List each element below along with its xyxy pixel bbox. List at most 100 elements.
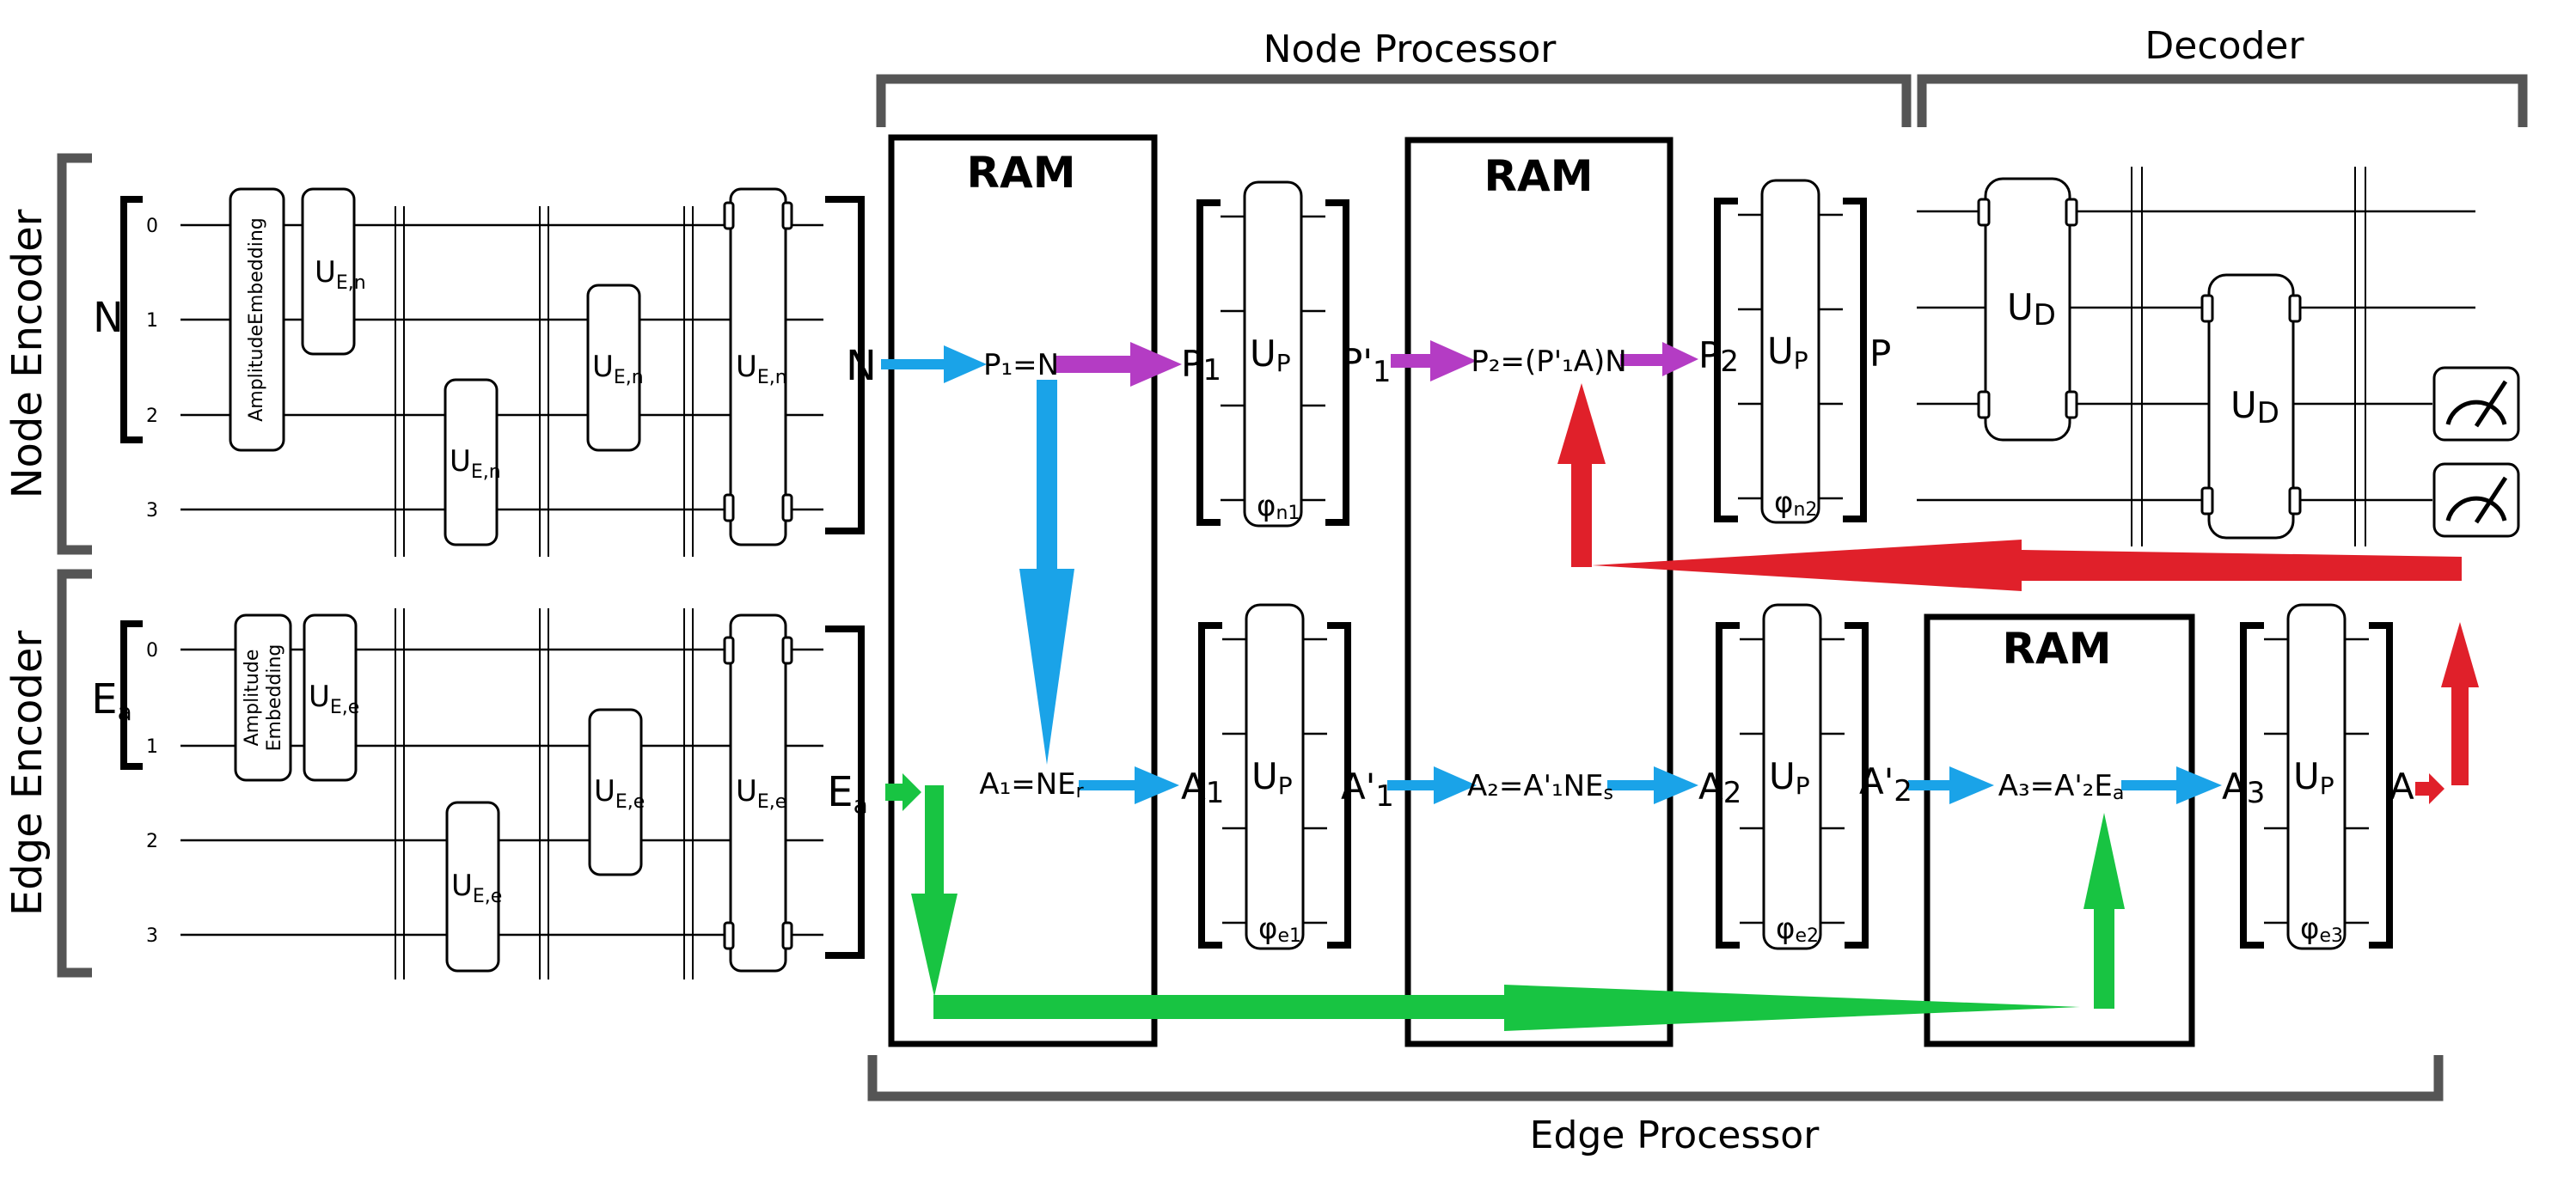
edge-amplitude-embedding-label-2: Embedding (264, 644, 285, 752)
label-p1prime: P'1 (1341, 341, 1392, 389)
node-up-block-2-phi-label: φn2 (1774, 485, 1817, 521)
edge-gate-4-port-bot-r (781, 921, 793, 950)
decoder-gate-ud-1 (1984, 177, 2071, 442)
edge-up-block-1-up-gate (1245, 603, 1305, 950)
edge-encoder-barriers (395, 608, 694, 979)
edge-qubit-index: 3 (146, 925, 158, 947)
edge-input-bracket (120, 620, 143, 770)
node-qubit-index: 1 (146, 310, 158, 332)
ud2-port-tr (2288, 294, 2302, 323)
ud1-port-tl (1977, 198, 1991, 227)
decoder-bracket (1917, 74, 2528, 127)
edge-output-label: Ea (827, 768, 868, 819)
edge-qubit-index: 0 (146, 640, 158, 662)
edge-gate-ue-e-2 (445, 801, 500, 973)
node-up-block-2-left-bracket (1714, 198, 1738, 522)
edge-up-block-2-up-label: UP (1769, 755, 1810, 800)
arrow-up-to-a3eq (2083, 813, 2125, 1009)
measurement-meter-icon (2432, 462, 2520, 538)
arrow-a3eq-to-a3 (2121, 766, 2222, 804)
edge-up-block-1-phi-label: φe1 (1258, 912, 1301, 947)
arrow-a2prime-to-a3eq (1908, 766, 1994, 804)
label-p2: P2 (1698, 334, 1739, 379)
edge-gate-ue-e-3 (588, 708, 643, 876)
ud2-port-br (2288, 486, 2302, 516)
node-gate-ue-n-3-label: UE,n (592, 350, 644, 388)
node-qubit-index: 3 (146, 500, 158, 522)
arrow-n-to-p1 (881, 345, 987, 383)
amplitude-embedding-label: AmplitudeEmbedding (246, 217, 267, 422)
arrow-a1prime-to-a2eq (1387, 766, 1477, 804)
label-p-out: P (1869, 333, 1891, 375)
node-up-block-2-right-bracket (1843, 198, 1867, 522)
edge-up-block-2-left-bracket (1716, 622, 1740, 949)
arrow-a-to-p2 (1592, 540, 2462, 591)
arrow-p2eq-to-p2 (1620, 342, 1698, 376)
ud2-port-bl (2200, 486, 2214, 516)
node-up-block-2-up-gate (1760, 179, 1820, 524)
arrow-ea-out (885, 773, 921, 811)
node-gate-ue-n-2-label: UE,n (450, 444, 501, 483)
node-up-block-1: UP φn1 (1196, 180, 1349, 528)
edge-processor-label: Edge Processor (1530, 1114, 1820, 1157)
decoder-gate-ud-1-label: UD (2007, 286, 2056, 333)
decoder-gate-ud-2-label: UD (2230, 384, 2279, 430)
node-input-label: N (93, 294, 124, 342)
eq-a3: A₃=A'₂Ea (1998, 769, 2125, 804)
ud1-port-br (2065, 390, 2078, 419)
edge-up-block-3-right-bracket (2369, 622, 2393, 949)
label-a1: A1 (1181, 766, 1224, 810)
node-gate-4-port-top (723, 201, 735, 230)
arrow-p1prime-to-p2eq (1391, 340, 1477, 381)
label-a-out: A (2389, 766, 2414, 808)
node-gate-ue-n-4 (729, 187, 787, 546)
amplitude-embedding-gate (229, 187, 285, 452)
edge-encoder-bracket (57, 569, 92, 978)
node-gate-4-port-bot-r (781, 493, 793, 522)
node-output-bracket (825, 196, 865, 534)
edge-gate-4-port-top (723, 636, 735, 665)
decoder-gate-ud-2 (2207, 273, 2295, 540)
ram-box-2 (1404, 137, 1673, 1047)
arrow-a-up (2441, 622, 2479, 785)
node-up-block-1-phi-label: φn1 (1257, 489, 1300, 524)
edge-up-block-1-right-bracket (1327, 622, 1351, 949)
eq-p1: P₁=N (983, 348, 1059, 382)
node-processor-label: Node Processor (1264, 27, 1557, 71)
arrow-a1eq-to-a1 (1079, 766, 1179, 804)
edge-up-block-3-up-gate (2286, 603, 2347, 950)
edge-gate-4-port-top-r (781, 636, 793, 665)
arrow-red-up-to-p2eq (1557, 383, 1606, 567)
node-up-block-2-up-label: UP (1767, 330, 1808, 375)
ram-box-3 (1924, 613, 2195, 1047)
edge-qubit-index: 2 (146, 831, 158, 852)
node-processor-bracket (876, 74, 1912, 127)
node-gate-ue-n-1 (301, 187, 356, 356)
edge-encoder-label: Edge Encoder (3, 631, 52, 917)
node-gate-4-port-top-r (781, 201, 793, 230)
node-processor-labels: P₁=N P1 P'1 P₂=(P'₁A)N P2 P (983, 333, 1891, 389)
dataflow-arrows (881, 340, 2479, 1031)
eq-a2: A₂=A'₁NEs (1467, 769, 1613, 804)
node-gate-4-port-bot (723, 493, 735, 522)
ud2-port-tl (2200, 294, 2214, 323)
edge-up-block-3-up-label: UP (2293, 755, 2334, 800)
node-up-block-1-up-label: UP (1250, 333, 1291, 377)
node-up-block-1-up-gate (1243, 180, 1303, 528)
node-gate-ue-n-1-label: UE,n (315, 255, 366, 294)
edge-processor-bracket (867, 1055, 2444, 1101)
ud1-port-tr (2065, 198, 2078, 227)
edge-up-block-2-up-gate (1762, 603, 1822, 950)
node-gate-ue-n-2 (444, 378, 499, 546)
edge-up-block-3-left-bracket (2240, 622, 2264, 949)
decoder-label: Decoder (2145, 24, 2304, 68)
node-up-block-1-right-bracket (1325, 199, 1349, 526)
decoder-circuit: UD UD (1917, 167, 2520, 546)
arrow-a2eq-to-a2 (1607, 766, 1698, 804)
node-qubit-index: 0 (146, 216, 158, 237)
edge-gate-ue-e-3-label: UE,e (594, 774, 645, 813)
edge-output-bracket (825, 625, 865, 959)
eq-a1: A₁=NEr (979, 767, 1084, 802)
edge-up-block-3-phi-label: φe3 (2300, 912, 2343, 947)
